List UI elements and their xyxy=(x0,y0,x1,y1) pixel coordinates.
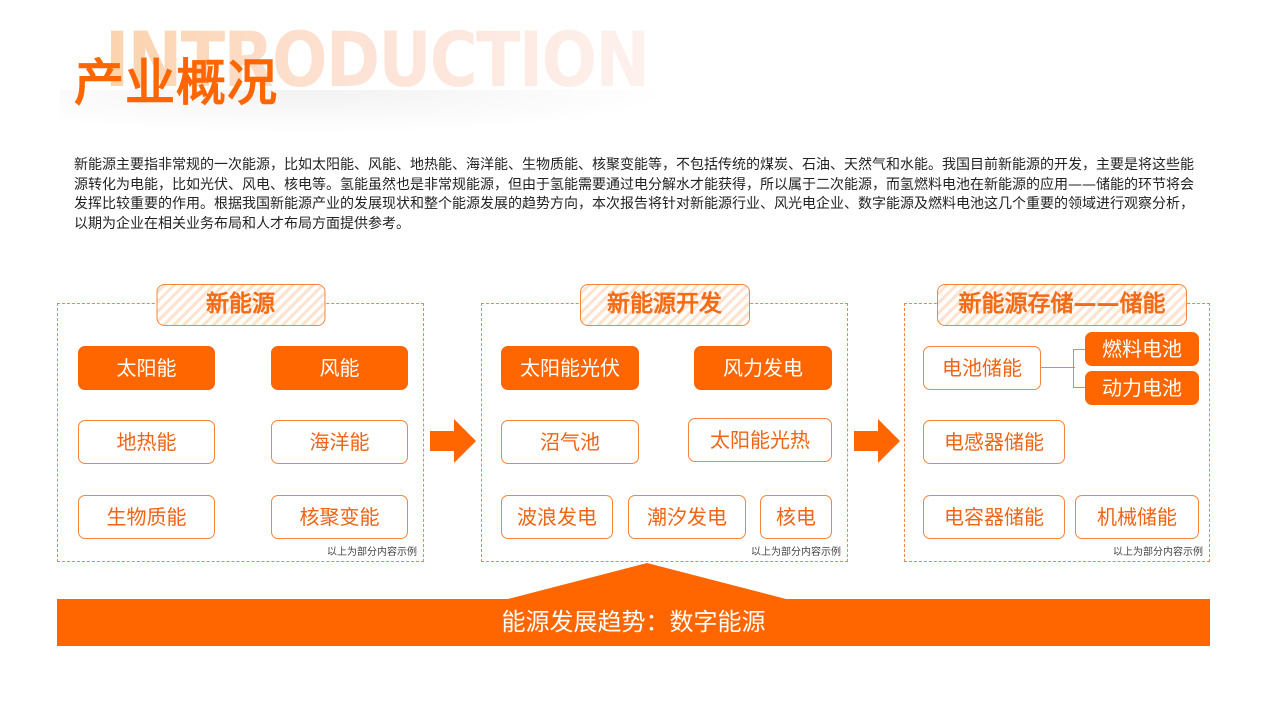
item-battery-storage: 电池储能 xyxy=(923,346,1041,390)
item-inductor-storage: 电感器储能 xyxy=(923,420,1065,464)
trend-banner: 能源发展趋势：数字能源 xyxy=(57,599,1210,646)
arrow-right-icon xyxy=(854,419,900,463)
item-wind: 风能 xyxy=(271,346,408,390)
panel-title: 新能源 xyxy=(156,284,325,326)
item-solar-thermal: 太阳能光热 xyxy=(688,418,832,462)
item-tidal-power: 潮汐发电 xyxy=(628,495,746,539)
item-geothermal: 地热能 xyxy=(78,420,215,464)
panel-note: 以上为部分内容示例 xyxy=(751,547,841,558)
item-power-battery: 动力电池 xyxy=(1085,371,1199,405)
item-biogas: 沼气池 xyxy=(501,420,639,464)
panel-note: 以上为部分内容示例 xyxy=(1113,547,1203,558)
panel-title: 新能源开发 xyxy=(579,284,750,326)
connector-bracket xyxy=(1073,349,1087,388)
panel-energy-storage: 新能源存储——储能 电池储能 燃料电池 动力电池 电感器储能 电容器储能 机械储… xyxy=(904,284,1210,562)
item-capacitor-storage: 电容器储能 xyxy=(923,495,1065,539)
panel-energy-development: 新能源开发 太阳能光伏 风力发电 沼气池 太阳能光热 波浪发电 潮汐发电 核电 … xyxy=(481,284,848,562)
background-watermark-word: INTRODUCTION xyxy=(105,15,650,104)
trend-pointer-triangle xyxy=(508,563,786,599)
connector-line xyxy=(1041,367,1075,368)
item-solar-pv: 太阳能光伏 xyxy=(501,346,639,390)
item-fusion: 核聚变能 xyxy=(271,495,408,539)
title-shadow xyxy=(60,90,680,135)
item-wave-power: 波浪发电 xyxy=(501,495,613,539)
item-mechanical-storage: 机械储能 xyxy=(1075,495,1199,539)
item-wind-power: 风力发电 xyxy=(694,346,832,390)
item-nuclear-power: 核电 xyxy=(760,495,832,539)
item-biomass: 生物质能 xyxy=(78,495,215,539)
item-ocean: 海洋能 xyxy=(271,420,408,464)
item-solar: 太阳能 xyxy=(78,346,215,390)
panel-new-energy: 新能源 太阳能 风能 地热能 海洋能 生物质能 核聚变能 以上为部分内容示例 xyxy=(57,284,424,562)
item-fuel-cell: 燃料电池 xyxy=(1085,332,1199,366)
page-title: 产业概况 xyxy=(74,54,278,112)
arrow-right-icon xyxy=(430,419,476,463)
intro-paragraph: 新能源主要指非常规的一次能源，比如太阳能、风能、地热能、海洋能、生物质能、核聚变… xyxy=(74,157,1194,232)
panel-title: 新能源存储——储能 xyxy=(937,284,1187,326)
panel-note: 以上为部分内容示例 xyxy=(327,547,417,558)
